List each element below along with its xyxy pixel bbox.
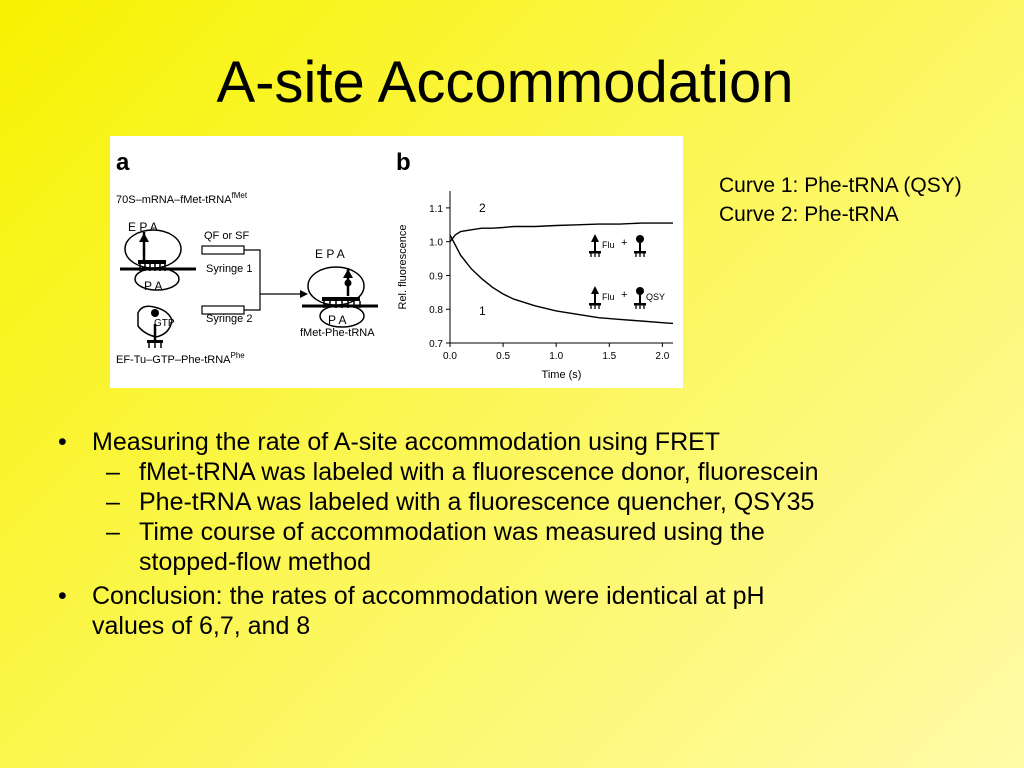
sub-bullet-3-line-b: stopped-flow method [139, 548, 372, 576]
syringe-2-label: Syringe 2 [206, 313, 252, 325]
flu-trna-icon-2 [589, 286, 601, 309]
ternary-complex [137, 305, 173, 348]
ribosome-2 [302, 266, 378, 328]
flu-label-2: Flu [602, 292, 615, 302]
x-axis-label: Time (s) [542, 369, 582, 381]
y-tick-label: 1.0 [429, 238, 443, 249]
bullet-2-line-a: Conclusion: the rates of accommodation w… [92, 582, 765, 610]
y-tick-label: 0.9 [429, 271, 443, 282]
gtp-label: GTP [154, 318, 175, 329]
dash-mark: – [106, 458, 120, 486]
product-label: fMet-Phe-tRNA [300, 327, 375, 339]
sub-bullet-3-line-a: Time course of accommodation was measure… [139, 518, 765, 546]
slide-title: A-site Accommodation [216, 50, 794, 115]
sub-bullet-2-text: Phe-tRNA was labeled with a fluorescence… [139, 488, 815, 516]
x-tick-label: 0.0 [443, 351, 457, 362]
product-sites-label: E P A [315, 247, 345, 261]
series-line-2 [449, 222, 673, 243]
y-tick-label: 0.8 [429, 305, 443, 316]
phe-trna-icon [634, 235, 646, 257]
fluorescence-chart: 0.7 0.8 0.9 1.0 1.1 0.0 0.5 1.0 1.5 2.0 [429, 191, 674, 362]
bullet-1: • Measuring the rate of A-site accommoda… [58, 427, 1008, 457]
panel-a-letter: a [116, 149, 130, 176]
bullet-2-line-b: values of 6,7, and 8 [92, 612, 311, 640]
legend-line-1: Curve 1: Phe-tRNA (QSY) [719, 174, 962, 197]
bullet-1-text: Measuring the rate of A-site accommodati… [92, 428, 721, 456]
qf-label: QF or SF [204, 230, 250, 242]
panel-b-letter: b [396, 149, 411, 176]
ribbosome-1 [120, 229, 196, 291]
x-tick-label: 2.0 [655, 351, 669, 362]
x-tick-label: 1.5 [602, 351, 616, 362]
curve-label-2: 2 [479, 201, 486, 215]
plus-1: + [621, 237, 627, 249]
legend-line-2: Curve 2: Phe-tRNA [719, 203, 899, 226]
mixing-lines [244, 249, 300, 311]
figure: a 70S–mRNA–fMet-tRNAfMet E P A P A [110, 136, 683, 388]
x-tick-label: 1.0 [549, 351, 563, 362]
y-axis-label: Rel. fluorescence [397, 225, 409, 310]
sub-bullet-1: – fMet-tRNA was labeled with a fluoresce… [58, 457, 1008, 487]
curve-legend: Curve 1: Phe-tRNA (QSY) Curve 2: Phe-tRN… [719, 171, 962, 229]
figure-svg: a 70S–mRNA–fMet-tRNAfMet E P A P A [116, 149, 674, 381]
syringe-1-label: Syringe 1 [206, 263, 252, 275]
syringe-1-icon [201, 245, 245, 255]
bullet-2: • Conclusion: the rates of accommodation… [58, 581, 1008, 641]
dash-mark: – [106, 518, 120, 546]
y-tick-label: 1.1 [429, 204, 443, 215]
dash-mark: – [106, 488, 120, 516]
sub-bullet-1-text: fMet-tRNA was labeled with a fluorescenc… [139, 458, 819, 486]
ternary-label: EF-Tu–GTP–Phe-tRNAPhe [116, 351, 245, 366]
complex-label: 70S–mRNA–fMet-tRNAfMet [116, 191, 248, 206]
sub-bullet-3: – Time course of accommodation was measu… [58, 517, 1008, 577]
series-line-1 [449, 234, 674, 325]
arrow-icon [300, 290, 308, 298]
curve-label-1: 1 [479, 304, 486, 318]
qsy-label: QSY [646, 292, 665, 302]
y-tick-label: 0.7 [429, 339, 443, 350]
x-tick-label: 0.5 [496, 351, 510, 362]
bullet-list: • Measuring the rate of A-site accommoda… [58, 427, 1008, 641]
sub-bullet-2: – Phe-tRNA was labeled with a fluorescen… [58, 487, 1008, 517]
plus-2: + [621, 289, 627, 301]
product-sites-bottom: P A [328, 313, 346, 327]
flu-trna-icon [589, 234, 601, 257]
bullet-mark: • [58, 582, 67, 610]
site-label-bottom: P A [144, 279, 162, 293]
qsy-trna-icon [634, 287, 646, 309]
flu-label-1: Flu [602, 240, 615, 250]
bullet-mark: • [58, 428, 67, 456]
